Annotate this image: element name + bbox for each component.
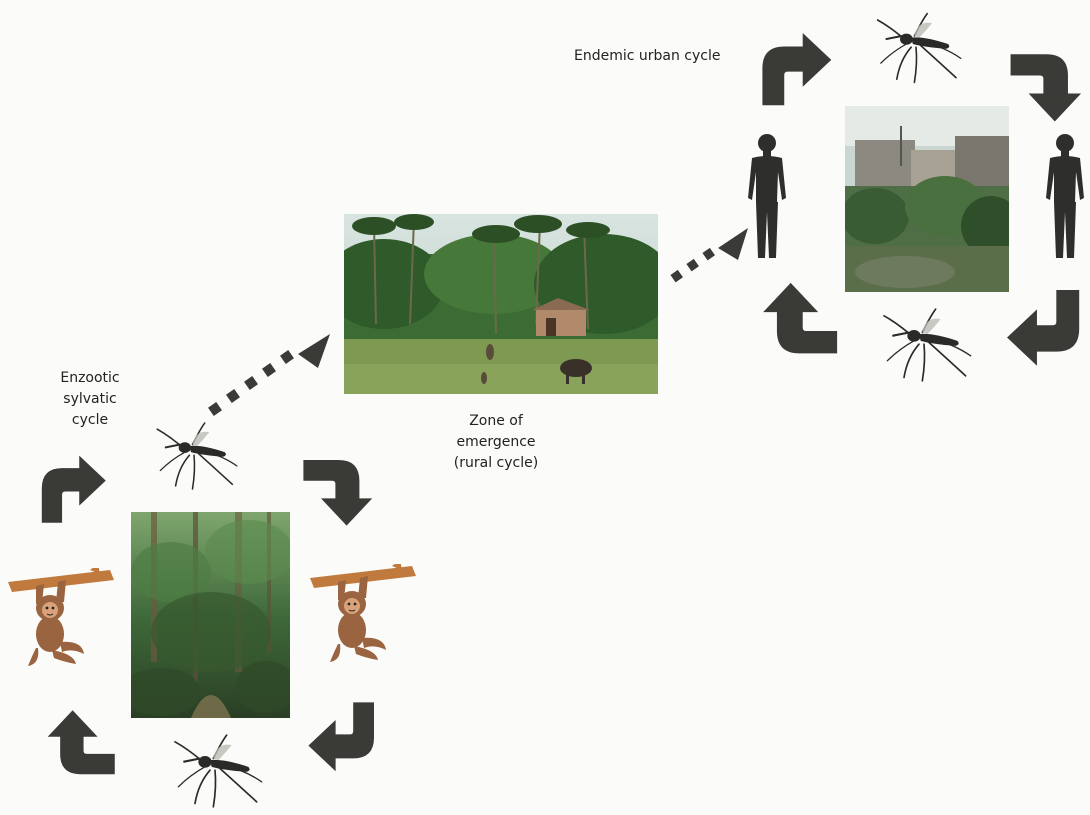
curved-arrow-icon — [752, 28, 840, 112]
sylvatic-label-line-1: Enzootic — [44, 368, 136, 389]
monkey-icon — [6, 568, 116, 668]
monkey-icon — [308, 564, 418, 664]
mosquito-icon — [868, 6, 964, 90]
curved-arrow-icon — [1002, 46, 1088, 128]
curved-arrow-icon — [34, 450, 112, 530]
mosquito-icon — [874, 302, 974, 388]
human-silhouette-icon — [1040, 132, 1090, 262]
curved-arrow-icon — [38, 704, 126, 782]
sylvatic-label-line-2: sylvatic — [44, 389, 136, 410]
dotted-arrow-icon — [668, 222, 752, 288]
curved-arrow-icon — [302, 694, 382, 778]
curved-arrow-icon — [1000, 282, 1088, 372]
sylvatic-cycle-label: Enzootic sylvatic cycle — [44, 368, 136, 431]
curved-arrow-icon — [292, 452, 382, 532]
sylvatic-label-line-3: cycle — [44, 410, 136, 431]
mosquito-icon — [165, 730, 265, 812]
urban-photo — [845, 106, 1009, 292]
rural-label-line-2: emergence — [430, 432, 562, 453]
rural-label-line-1: Zone of — [430, 411, 562, 432]
curved-arrow-icon — [758, 276, 844, 362]
forest-photo — [131, 512, 290, 718]
rural-label-line-3: (rural cycle) — [430, 453, 562, 474]
human-silhouette-icon — [742, 132, 792, 262]
urban-cycle-label: Endemic urban cycle — [574, 46, 752, 67]
mosquito-icon — [148, 416, 240, 496]
dotted-arrow-icon — [206, 330, 336, 420]
rural-photo — [344, 214, 658, 394]
rural-cycle-label: Zone of emergence (rural cycle) — [430, 411, 562, 474]
